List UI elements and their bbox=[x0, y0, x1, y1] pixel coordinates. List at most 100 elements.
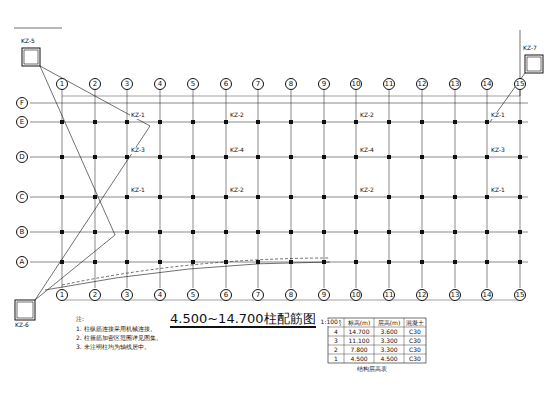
axis-bubble: 8 bbox=[285, 289, 297, 301]
scale-text: 1:100 bbox=[320, 319, 339, 326]
column-section bbox=[158, 120, 162, 124]
axis-number: 12 bbox=[418, 292, 427, 299]
axis-bubble: 6 bbox=[220, 289, 232, 301]
table-cell: 4.500 bbox=[374, 354, 404, 363]
column-section bbox=[453, 120, 457, 124]
axis-number: 6 bbox=[224, 292, 228, 299]
table-cell: C30 bbox=[404, 354, 426, 363]
axis-bubble: A bbox=[16, 256, 28, 268]
axis-bubble: 9 bbox=[318, 289, 330, 301]
column-section bbox=[420, 260, 424, 264]
column-section bbox=[224, 155, 228, 159]
column-section bbox=[256, 260, 260, 264]
grid-line bbox=[328, 354, 426, 355]
column-section bbox=[387, 260, 391, 264]
axis-bubble: 15 bbox=[514, 78, 526, 90]
grid-line bbox=[258, 90, 259, 288]
column-section bbox=[387, 195, 391, 199]
axis-number: 13 bbox=[451, 292, 460, 299]
axis-bubble: 9 bbox=[318, 78, 330, 90]
axis-bubble: F bbox=[16, 97, 28, 109]
column-section bbox=[485, 195, 489, 199]
axis-bubble: 11 bbox=[383, 78, 395, 90]
column-section bbox=[256, 195, 260, 199]
column-label: KZ-1 bbox=[490, 112, 506, 119]
column-section bbox=[453, 260, 457, 264]
axis-bubble: C bbox=[16, 191, 28, 203]
axis-number: 11 bbox=[385, 81, 394, 88]
column-label: KZ-1 bbox=[130, 187, 146, 194]
table-cell: C30 bbox=[404, 345, 426, 354]
column-section bbox=[191, 230, 195, 234]
axis-number: C bbox=[20, 194, 25, 201]
axis-number: 8 bbox=[289, 81, 293, 88]
table-title: 结构层高表 bbox=[356, 366, 388, 373]
column-section bbox=[256, 155, 260, 159]
axis-bubble: 13 bbox=[449, 78, 461, 90]
table-cell: 1 bbox=[328, 354, 344, 363]
column-label: KZ-2 bbox=[359, 187, 375, 194]
table-cell: 7.800 bbox=[344, 345, 374, 354]
column-section bbox=[420, 195, 424, 199]
axis-number: 1 bbox=[60, 292, 64, 299]
column-section bbox=[125, 195, 129, 199]
column-section bbox=[125, 120, 129, 124]
axis-number: 10 bbox=[352, 292, 361, 299]
axis-number: 5 bbox=[191, 81, 195, 88]
grid-line bbox=[62, 90, 63, 288]
column-section bbox=[256, 120, 260, 124]
column-section bbox=[289, 195, 293, 199]
grid-line bbox=[127, 90, 128, 288]
note-text: 1. 柱纵筋连接采用机械连接。 bbox=[75, 326, 157, 333]
axis-bubble: 7 bbox=[252, 78, 264, 90]
axis-bubble: 4 bbox=[154, 78, 166, 90]
column-section bbox=[322, 155, 326, 159]
column-label: KZ-1 bbox=[130, 112, 146, 119]
column-section bbox=[518, 195, 522, 199]
column-section bbox=[420, 230, 424, 234]
grid-line bbox=[193, 90, 194, 288]
table-cell: 层高(m) bbox=[374, 318, 404, 327]
column-section bbox=[387, 120, 391, 124]
axis-number: 14 bbox=[483, 292, 492, 299]
axis-number: 4 bbox=[158, 81, 162, 88]
axis-bubble: 10 bbox=[350, 78, 362, 90]
column-section bbox=[224, 195, 228, 199]
axis-bubble: 3 bbox=[121, 78, 133, 90]
axis-number: 10 bbox=[352, 81, 361, 88]
grid-line bbox=[356, 90, 357, 288]
axis-number: 5 bbox=[191, 292, 195, 299]
table-cell: 3.300 bbox=[374, 345, 404, 354]
column-section bbox=[289, 230, 293, 234]
column-section bbox=[60, 120, 64, 124]
grid-line bbox=[374, 318, 375, 363]
axis-number: 12 bbox=[418, 81, 427, 88]
axis-bubble: 2 bbox=[89, 289, 101, 301]
column-section bbox=[485, 230, 489, 234]
axis-number: 7 bbox=[256, 81, 260, 88]
grid-line bbox=[520, 90, 521, 288]
grid-line bbox=[291, 90, 292, 288]
column-section bbox=[158, 195, 162, 199]
table-cell: 标高(m) bbox=[344, 318, 374, 327]
column-label: KZ-4 bbox=[229, 147, 245, 154]
grid-line bbox=[328, 336, 426, 337]
column-label: KZ-3 bbox=[490, 147, 506, 154]
axis-bubble: 1 bbox=[56, 78, 68, 90]
axis-number: 2 bbox=[93, 292, 97, 299]
column-section bbox=[322, 260, 326, 264]
grid-line bbox=[487, 90, 488, 288]
column-section bbox=[322, 120, 326, 124]
axis-number: 8 bbox=[289, 292, 293, 299]
axis-bubble: 12 bbox=[416, 78, 428, 90]
grid-line bbox=[422, 90, 423, 288]
grid-line bbox=[160, 90, 161, 288]
column-section bbox=[60, 260, 64, 264]
table-cell: C30 bbox=[404, 327, 426, 336]
axis-number: 7 bbox=[256, 292, 260, 299]
table-cell: 14.700 bbox=[344, 327, 374, 336]
column-label: KZ-2 bbox=[229, 112, 245, 119]
column-label: KZ-2 bbox=[229, 187, 245, 194]
axis-bubble: 6 bbox=[220, 78, 232, 90]
